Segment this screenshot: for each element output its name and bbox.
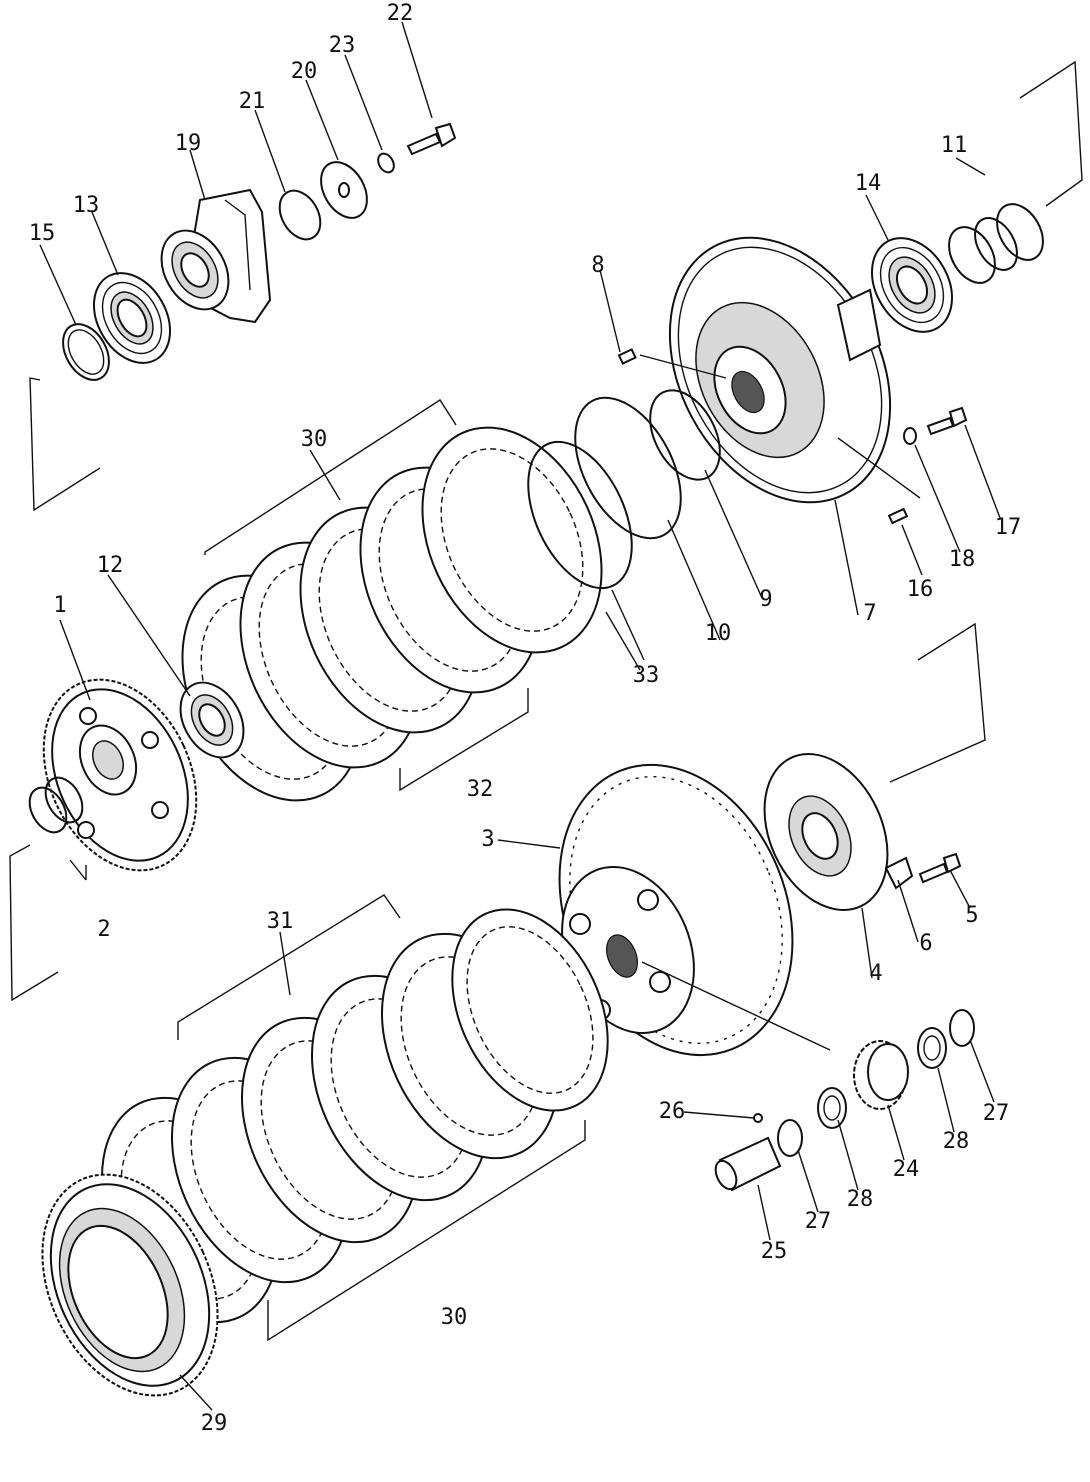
dowel-pin-drawing [887, 507, 909, 525]
label-part-12: 12 [97, 553, 124, 578]
lock-plate-drawing [884, 856, 914, 890]
needle-bearing-right-drawing [917, 1027, 947, 1069]
label-part-3: 3 [481, 827, 494, 852]
label-part-23: 23 [329, 33, 356, 58]
bracket-left-upper [29, 377, 101, 512]
snap-ring-left-drawing [62, 323, 110, 381]
label-part-27-left: 27 [805, 1209, 832, 1234]
label-part-28-right: 28 [943, 1129, 970, 1154]
label-part-4: 4 [869, 961, 882, 986]
label-part-28-left: 28 [847, 1187, 874, 1212]
label-part-10: 10 [705, 621, 732, 646]
holder-bolt-drawing [406, 122, 457, 156]
label-part-6: 6 [919, 931, 932, 956]
label-part-29: 29 [201, 1411, 228, 1436]
ball-drawing [753, 1113, 763, 1123]
label-part-33: 33 [633, 663, 660, 688]
label-part-24: 24 [893, 1157, 920, 1182]
lock-washer-drawing [377, 152, 395, 174]
label-part-9: 9 [759, 587, 772, 612]
seal-ring-outer-drawing [574, 396, 682, 540]
label-part-16: 16 [907, 577, 934, 602]
bracket-30-upper [204, 399, 457, 555]
label-part-11: 11 [941, 133, 968, 158]
washer-drawing [903, 427, 917, 445]
bracket-left-lower [9, 844, 59, 1002]
label-part-19: 19 [175, 131, 202, 156]
seal-ring-set-drawing [948, 203, 1044, 284]
label-part-22: 22 [387, 1, 414, 26]
leader-lines [39, 21, 1001, 1411]
ring-gear-drawing [41, 1173, 219, 1397]
holder-disc-drawing [320, 161, 368, 219]
bearing-right-drawing [871, 237, 953, 333]
clutch-housing-drawing [668, 236, 892, 504]
label-part-27-right: 27 [983, 1101, 1010, 1126]
housing-bolt-drawing [926, 406, 968, 436]
needle-bearing-left-drawing [817, 1087, 847, 1129]
label-part-13: 13 [73, 193, 100, 218]
label-part-18: 18 [949, 547, 976, 572]
label-part-1: 1 [53, 593, 66, 618]
label-part-30-lower: 30 [441, 1305, 468, 1330]
snap-ring-pair-lower-drawing [28, 776, 84, 834]
label-part-14: 14 [855, 171, 882, 196]
thrust-washer-left-drawing [777, 1119, 803, 1157]
label-part-2: 2 [97, 917, 110, 942]
label-part-32: 32 [467, 777, 494, 802]
bearing-left-drawing [93, 272, 171, 364]
bracket-32 [399, 688, 529, 792]
label-part-21: 21 [239, 89, 266, 114]
planet-gear-drawing [853, 1040, 909, 1110]
label-part-8: 8 [591, 253, 604, 278]
label-part-5: 5 [965, 903, 978, 928]
bracket-31 [177, 894, 401, 1040]
label-part-15: 15 [29, 221, 56, 246]
housing-pin-drawing [617, 348, 637, 365]
clutch-pack-upper-drawing [181, 426, 633, 802]
thrust-washer-right-drawing [949, 1009, 975, 1047]
label-part-25: 25 [761, 1239, 788, 1264]
coupling-flange-drawing [160, 188, 272, 324]
o-ring-drawing [278, 189, 322, 241]
planet-shaft-drawing [714, 1136, 782, 1192]
cover-bolt-drawing [918, 852, 962, 884]
gear-hub-drawing [42, 678, 198, 872]
label-part-26: 26 [659, 1099, 686, 1124]
label-part-31: 31 [267, 909, 294, 934]
label-part-7: 7 [863, 601, 876, 626]
label-part-20: 20 [291, 59, 318, 84]
bracket-right-upper [1019, 60, 1083, 207]
bracket-30-lower [267, 1120, 586, 1342]
label-part-17: 17 [995, 515, 1022, 540]
carrier-cover-plate-drawing [763, 753, 889, 911]
bracket-right-middle [889, 622, 986, 783]
label-part-30-upper: 30 [301, 427, 328, 452]
bearing-small-drawing [179, 681, 245, 759]
